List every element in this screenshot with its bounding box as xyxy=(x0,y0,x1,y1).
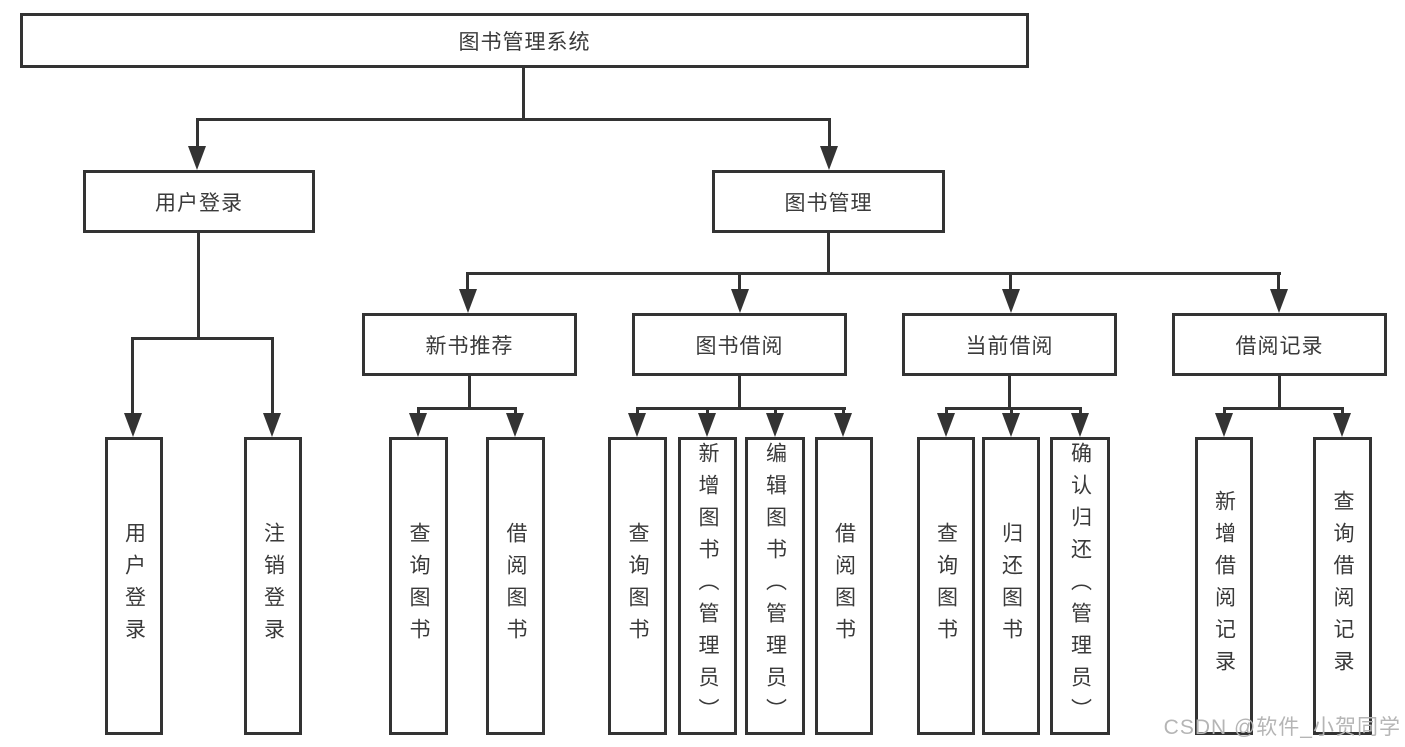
node-current-borrow: 当前借阅 xyxy=(902,313,1117,376)
connector-hline xyxy=(945,407,1082,410)
connector-vline xyxy=(774,407,777,417)
leaf-query-books-borrow: 查询图书 xyxy=(608,437,667,735)
connector-vline xyxy=(827,233,830,275)
connector-hline xyxy=(1223,407,1344,410)
connector-hline xyxy=(636,407,846,410)
connector-vline xyxy=(514,407,517,417)
leaf-label: 编辑图书（管理员） xyxy=(763,442,787,730)
node-book-borrow-label: 图书借阅 xyxy=(695,334,784,358)
leaf-label: 查询借阅记录 xyxy=(1331,490,1354,682)
connector-hline xyxy=(466,272,1281,275)
leaf-label: 归还图书 xyxy=(999,522,1023,650)
connector-vline xyxy=(1277,272,1280,294)
connector-vline xyxy=(1008,376,1011,410)
node-root: 图书管理系统 xyxy=(20,13,1029,68)
leaf-logout: 注销登录 xyxy=(244,437,302,735)
arrow-down-icon xyxy=(1071,413,1089,437)
connector-vline xyxy=(196,118,199,150)
arrow-down-icon xyxy=(766,413,784,437)
leaf-label: 借阅图书 xyxy=(832,522,856,650)
leaf-add-books-admin: 新增图书（管理员） xyxy=(678,437,737,735)
arrow-down-icon xyxy=(1002,289,1020,313)
node-new-book-recommend-label: 新书推荐 xyxy=(425,334,514,358)
connector-vline xyxy=(738,376,741,410)
connector-vline xyxy=(468,376,471,410)
leaf-label: 查询图书 xyxy=(934,522,958,650)
leaf-label: 用户登录 xyxy=(122,522,146,650)
connector-vline xyxy=(828,118,831,150)
arrow-down-icon xyxy=(263,413,281,437)
node-book-borrow: 图书借阅 xyxy=(632,313,847,376)
connector-vline xyxy=(738,272,741,294)
connector-hline xyxy=(417,407,517,410)
leaf-label: 借阅图书 xyxy=(504,522,527,650)
leaf-label: 查询图书 xyxy=(626,522,649,650)
leaf-label: 注销登录 xyxy=(261,522,285,650)
connector-vline xyxy=(945,407,948,417)
arrow-down-icon xyxy=(628,413,646,437)
arrow-down-icon xyxy=(820,146,838,170)
connector-vline xyxy=(466,272,469,294)
connector-vline xyxy=(1341,407,1344,417)
node-new-book-recommend: 新书推荐 xyxy=(362,313,577,376)
connector-vline xyxy=(197,233,200,340)
arrow-down-icon xyxy=(459,289,477,313)
node-user-login: 用户登录 xyxy=(83,170,315,233)
leaf-label: 查询图书 xyxy=(407,522,430,650)
node-root-label: 图书管理系统 xyxy=(458,30,591,54)
connector-vline xyxy=(1079,407,1082,417)
node-current-borrow-label: 当前借阅 xyxy=(965,334,1054,358)
connector-hline xyxy=(131,337,274,340)
node-book-management-label: 图书管理 xyxy=(784,191,873,215)
leaf-query-borrow-record: 查询借阅记录 xyxy=(1313,437,1372,735)
node-book-management: 图书管理 xyxy=(712,170,945,233)
connector-vline xyxy=(1278,376,1281,410)
connector-vline xyxy=(1223,407,1226,417)
arrow-down-icon xyxy=(937,413,955,437)
leaf-edit-books-admin: 编辑图书（管理员） xyxy=(745,437,805,735)
leaf-borrow-books-recommend: 借阅图书 xyxy=(486,437,545,735)
leaf-add-borrow-record: 新增借阅记录 xyxy=(1195,437,1253,735)
connector-vline xyxy=(271,337,274,417)
arrow-down-icon xyxy=(698,413,716,437)
leaf-label: 新增借阅记录 xyxy=(1212,490,1236,682)
connector-vline xyxy=(706,407,709,417)
node-user-login-label: 用户登录 xyxy=(155,191,243,215)
leaf-query-books-current: 查询图书 xyxy=(917,437,975,735)
connector-vline xyxy=(417,407,420,417)
arrow-down-icon xyxy=(1270,289,1288,313)
connector-vline xyxy=(131,337,134,417)
connector-hline xyxy=(196,118,831,121)
leaf-user-login: 用户登录 xyxy=(105,437,163,735)
node-borrow-records-label: 借阅记录 xyxy=(1235,334,1324,358)
arrow-down-icon xyxy=(506,413,524,437)
connector-vline xyxy=(842,407,845,417)
arrow-down-icon xyxy=(124,413,142,437)
csdn-watermark: CSDN @软件_小贺同学 xyxy=(1163,716,1401,739)
arrow-down-icon xyxy=(731,289,749,313)
leaf-borrow-books: 借阅图书 xyxy=(815,437,873,735)
connector-vline xyxy=(636,407,639,417)
connector-vline xyxy=(1010,407,1013,417)
connector-vline xyxy=(522,68,525,120)
arrow-down-icon xyxy=(1002,413,1020,437)
arrow-down-icon xyxy=(834,413,852,437)
leaf-label: 新增图书（管理员） xyxy=(696,442,719,730)
node-borrow-records: 借阅记录 xyxy=(1172,313,1387,376)
leaf-query-books-recommend: 查询图书 xyxy=(389,437,448,735)
leaf-return-books: 归还图书 xyxy=(982,437,1040,735)
connector-vline xyxy=(1009,272,1012,294)
leaf-label: 确认归还（管理员） xyxy=(1068,442,1092,730)
arrow-down-icon xyxy=(409,413,427,437)
arrow-down-icon xyxy=(188,146,206,170)
arrow-down-icon xyxy=(1333,413,1351,437)
leaf-confirm-return-admin: 确认归还（管理员） xyxy=(1050,437,1110,735)
arrow-down-icon xyxy=(1215,413,1233,437)
